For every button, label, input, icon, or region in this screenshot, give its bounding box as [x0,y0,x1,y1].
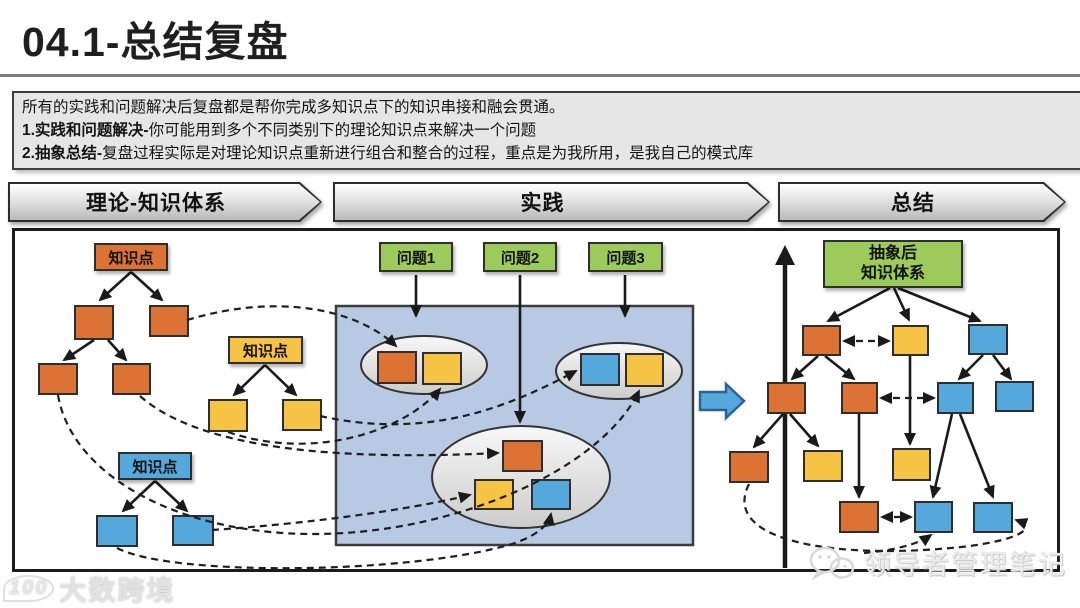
bottom-left-watermark: 100 大数跨境 [3,569,175,608]
tree-edge [991,354,1013,381]
page-title: 04.1-总结复盘 [22,19,289,65]
tree-edge [929,413,954,499]
transition-right-arrow [698,381,746,421]
tree-edge [958,413,995,499]
info-line-2: 1.实践和问题解决-你可能用到多个不同类别下的理论知识点来解决一个问题 [22,119,1072,142]
abstract-l2-orange [767,382,806,414]
dashed-link [56,389,640,536]
group3-yellow-node [625,353,664,387]
dashed-link [139,395,500,460]
problem-3-label: 问题3 [606,249,645,267]
abstract-l1-orange [802,325,841,356]
tree-edge [98,271,132,302]
chevron-body: 总结 [780,184,1064,220]
stage-summary-label: 总结 [891,192,935,215]
tree-edge [264,364,298,397]
abstract-l1-blue [968,324,1008,355]
info-line-3: 2.抽象总结-复盘过程实际是对理论知识点重新进行组合和整合的过程，重点是为我所用… [22,142,1072,165]
yellow-child-node [282,399,322,431]
info-line-1: 所有的实践和问题解决后复盘都是帮你完成多知识点下的知识串接和融会贯通。 [22,96,1072,119]
chevron-body: 理论-知识体系 [10,184,320,220]
tree-edge [897,286,982,323]
group2-blue-node [531,479,571,510]
abstract-l3-yellow [803,450,843,482]
problem-1-label: 问题1 [396,249,436,267]
stage-summary-chevron: 总结 [778,182,1066,222]
group1-orange-node [377,351,417,384]
info-line-3-bold: 2.抽象总结- [22,145,103,162]
problem-2-box: 问题2 [483,242,557,272]
chevron-body: 实践 [335,184,768,220]
abstract-l4-blue [973,502,1013,533]
tree-edge [752,413,784,449]
problem-3-box: 问题3 [588,242,663,272]
dashed-link [227,387,442,445]
orange-child-node [74,305,114,340]
bottom-right-watermark-text: 领导者管理笔记 [864,550,1067,580]
tree-edge [232,364,266,397]
title-divider [0,74,1080,77]
abstract-knowledge-box: 抽象后 知识体系 [823,240,963,288]
tree-edge [789,413,820,448]
knowledge-point-blue: 知识点 [118,452,192,480]
tree-edge [957,354,984,381]
abstract-l1-yellow [892,325,929,356]
info-line-2-text: 你可能用到多个不同类别下的理论知识点来解决一个问题 [148,122,537,139]
dashed-loop-link [863,533,933,555]
abstract-l2-blue [937,382,974,414]
tree-edge [892,287,911,322]
knowledge-point-label: 知识点 [242,342,288,360]
dashed-loop-link [743,483,1029,553]
group2-orange-node [502,440,543,472]
knowledge-point-yellow: 知识点 [228,336,303,364]
abstract-l4-orange [839,501,879,533]
tree-edge [121,480,156,513]
dashed-link [319,370,578,426]
dashed-link [186,305,398,348]
wechat-icon [809,546,855,580]
group1-yellow-node [422,352,462,385]
orange-grandchild-node [38,363,78,395]
orange-child-node [149,305,189,337]
stage-theory-label: 理论-知识体系 [86,192,226,215]
stage-practice-chevron: 实践 [333,182,770,222]
dashukuajing-logo: 100 [3,575,55,602]
tree-edge [130,271,164,302]
tree-edge [154,480,189,513]
abstract-l2-blue [995,381,1034,412]
stage-practice-label: 实践 [520,192,565,215]
info-line-3-text: 复盘过程实际是对理论知识点重新进行组合和整合的过程，重点是为我所用，是我自己的模… [102,145,754,162]
tree-edge [824,354,856,381]
knowledge-point-orange: 知识点 [94,243,168,271]
problem-1-box: 问题1 [379,242,453,272]
abstract-knowledge-line2: 知识体系 [860,265,925,282]
abstract-l3-orange [729,451,769,483]
tree-edge [62,338,95,362]
dashed-link [116,512,555,570]
knowledge-point-label: 知识点 [132,458,178,476]
info-line-2-bold: 1.实践和问题解决- [22,122,149,139]
stage-theory-chevron: 理论-知识体系 [8,182,322,222]
tree-edge [790,355,819,381]
orange-grandchild-node [112,363,151,395]
yellow-child-node [208,399,248,432]
summary-info-box: 所有的实践和问题解决后复盘都是帮你完成多知识点下的知识串接和融会贯通。 1.实践… [12,91,1080,170]
bottom-left-watermark-text: 大数跨境 [59,576,176,606]
dashed-link [211,491,472,532]
bottom-right-watermark: 领导者管理笔记 [806,543,1067,582]
tree-edge [107,339,128,362]
group3-blue-node [580,353,620,386]
abstract-l3-yellow [892,448,931,481]
problem-2-label: 问题2 [500,249,540,267]
blue-child-node [96,515,138,547]
knowledge-point-label: 知识点 [108,249,154,267]
abstract-l4-blue [914,501,953,533]
abstract-l2-orange [841,382,878,414]
info-line-1-text: 所有的实践和问题解决后复盘都是帮你完成多知识点下的知识串接和融会贯通。 [22,99,565,116]
diagram-graphics [38,245,1034,570]
abstract-knowledge-line1: 抽象后 [868,245,917,262]
tree-edge [826,286,891,323]
